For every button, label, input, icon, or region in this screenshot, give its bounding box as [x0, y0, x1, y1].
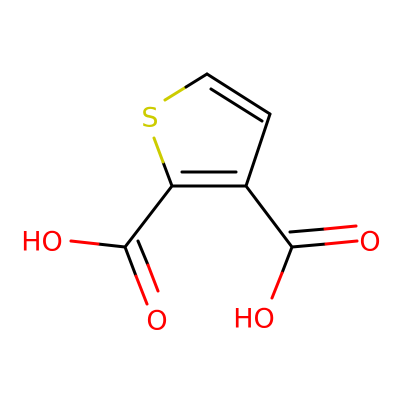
hydroxyl-right-label: HO [233, 304, 275, 335]
carbonyl-oxygen-right-label: O [359, 227, 380, 258]
bond-c-o-left-double-oxygen-half [146, 263, 160, 293]
bond-c2-s-carbon-half [161, 160, 174, 188]
bond-c3-carboxyl-right [244, 184, 294, 249]
bond-c-o-right-oxygen-half [324, 239, 359, 246]
bond-c2-s-sulfur-half [152, 136, 165, 164]
hydroxyl-left-label: HO [21, 227, 63, 258]
bond-s-c5-carbon-half [184, 72, 209, 89]
bond-c-o-left-carbon-half [123, 245, 138, 278]
bond-c-oh-left-carbon-half [96, 242, 127, 249]
bond-c-oh-right-oxygen-half [270, 271, 284, 300]
bond-c-o-left-oxygen-half [134, 274, 149, 306]
bond-c-oh-left-oxygen-half [69, 239, 100, 246]
bond-c-o-right-carbon-half [290, 242, 328, 249]
bond-s-c5-sulfur-half [163, 85, 188, 102]
bond-c5-c4-inner [209, 87, 264, 123]
bond-c-o-right-double-oxygen-half [323, 224, 358, 231]
sulfur-atom-label: S [141, 103, 158, 134]
bond-c-oh-right-carbon-half [280, 245, 294, 275]
bond-c-o-left-double-carbon-half [136, 239, 150, 267]
bond-c5-c4 [205, 72, 272, 116]
bond-c-o-right-double-carbon-half [288, 227, 327, 234]
carbonyl-oxygen-left-label: O [146, 306, 167, 337]
bond-c4-c3 [244, 112, 272, 188]
bond-c2-carboxyl-left [123, 184, 174, 249]
